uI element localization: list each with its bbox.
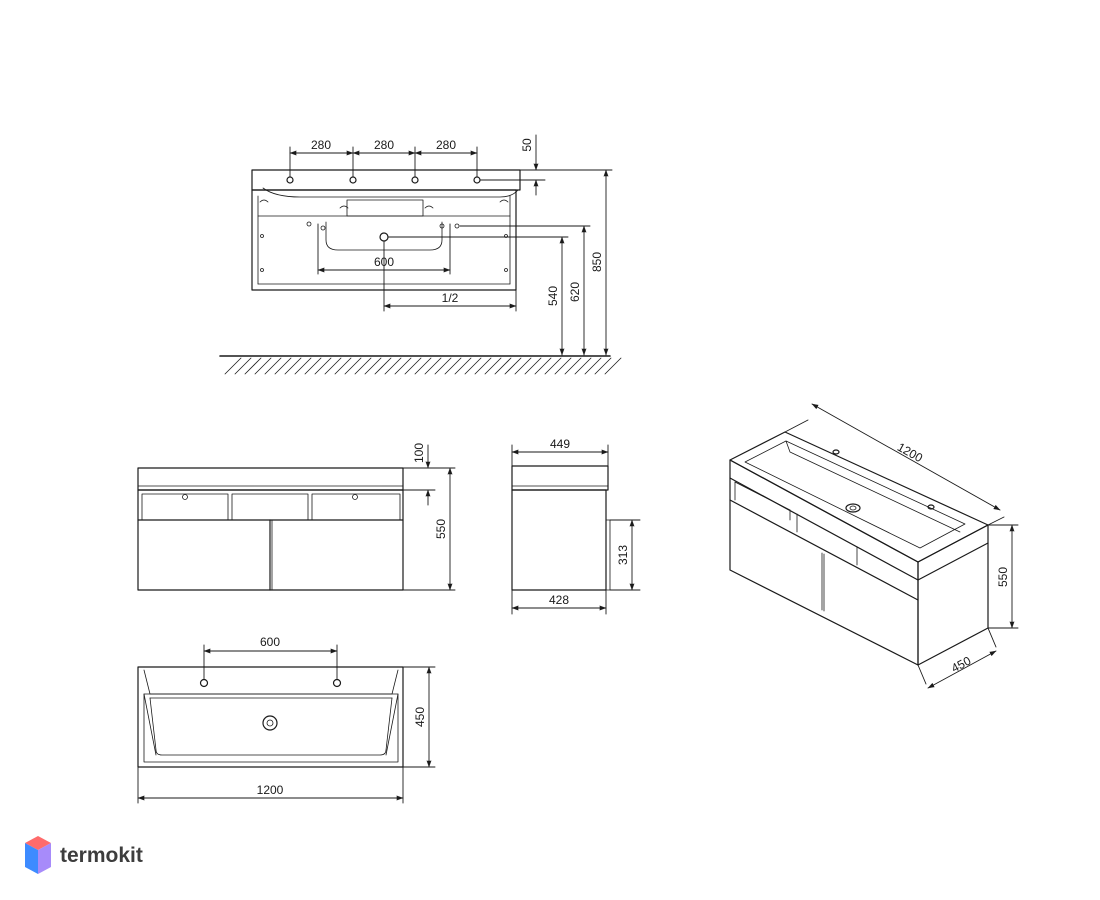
hatch-line bbox=[604, 357, 622, 375]
hatch-line bbox=[494, 357, 512, 375]
isometric-view: 1200 550 450 bbox=[729, 403, 1019, 689]
dim-top-offset: 50 bbox=[479, 134, 613, 196]
dim-850: 850 bbox=[590, 252, 604, 272]
dim-heights: 850 620 540 bbox=[387, 169, 606, 356]
hatch-line bbox=[544, 357, 562, 375]
dim-1200-plan: 1200 bbox=[257, 783, 284, 797]
dim-600-plan: 600 bbox=[260, 635, 280, 649]
hatch-line bbox=[324, 357, 342, 375]
dim-428: 428 bbox=[549, 593, 569, 607]
hatch-line bbox=[564, 357, 582, 375]
dim-280-b: 280 bbox=[374, 138, 394, 152]
hatch-line bbox=[264, 357, 282, 375]
hatch-line bbox=[414, 357, 432, 375]
hatch-line bbox=[234, 357, 252, 375]
dim-drain: 600 1/2 bbox=[317, 223, 517, 312]
hatch-line bbox=[354, 357, 372, 375]
dim-100: 100 bbox=[412, 443, 426, 463]
hatch-line bbox=[244, 357, 262, 375]
hatch-line bbox=[394, 357, 412, 375]
hatch-line bbox=[284, 357, 302, 375]
dim-540: 540 bbox=[546, 286, 560, 306]
hatch-line bbox=[554, 357, 572, 375]
hatch-line bbox=[294, 357, 312, 375]
basin-top bbox=[251, 169, 521, 198]
dim-450-plan: 450 bbox=[413, 707, 427, 727]
hatch-line bbox=[454, 357, 472, 375]
hatch-line bbox=[364, 357, 382, 375]
hatch-line bbox=[404, 357, 422, 375]
hatch-line bbox=[224, 357, 242, 375]
hatch-line bbox=[274, 357, 292, 375]
floor-hatch bbox=[219, 355, 622, 375]
dim-550-front: 550 bbox=[434, 519, 448, 539]
brand-name: termokit bbox=[60, 844, 143, 867]
hatch-line bbox=[384, 357, 402, 375]
hatch-line bbox=[464, 357, 482, 375]
hatch-line bbox=[314, 357, 332, 375]
hatch-line bbox=[594, 357, 612, 375]
dim-280-a: 280 bbox=[311, 138, 331, 152]
hatch-line bbox=[504, 357, 522, 375]
dim-550-iso: 550 bbox=[996, 567, 1010, 587]
dim-spacing-chain: 280 280 280 bbox=[289, 138, 478, 178]
hatch-line bbox=[474, 357, 492, 375]
hatch-line bbox=[334, 357, 352, 375]
termokit-logo: termokit bbox=[25, 836, 143, 874]
hatch-line bbox=[304, 357, 322, 375]
front-elevation-view: 100 550 bbox=[137, 443, 456, 591]
dim-449: 449 bbox=[550, 437, 570, 451]
hatch-line bbox=[444, 357, 462, 375]
hatch-line bbox=[584, 357, 602, 375]
hatch-line bbox=[484, 357, 502, 375]
hatch-line bbox=[574, 357, 592, 375]
hatch-line bbox=[424, 357, 442, 375]
dim-450-iso: 450 bbox=[949, 653, 974, 675]
hatch-line bbox=[514, 357, 532, 375]
hatch-line bbox=[534, 357, 552, 375]
hatch-line bbox=[344, 357, 362, 375]
dim-half: 1/2 bbox=[442, 291, 459, 305]
front-installation-view: 280 280 280 50 850 620 540 60 bbox=[219, 134, 622, 375]
side-view: 449 428 313 bbox=[511, 437, 641, 615]
dim-50: 50 bbox=[520, 138, 534, 152]
dim-620: 620 bbox=[568, 282, 582, 302]
hatch-line bbox=[434, 357, 452, 375]
hatch-line bbox=[374, 357, 392, 375]
dim-1200-iso: 1200 bbox=[895, 440, 925, 465]
plan-view: 600 450 1200 bbox=[137, 635, 436, 804]
hatch-line bbox=[524, 357, 542, 375]
dim-280-c: 280 bbox=[436, 138, 456, 152]
hatch-line bbox=[254, 357, 272, 375]
cube-icon bbox=[25, 836, 51, 874]
dim-313: 313 bbox=[616, 545, 630, 565]
